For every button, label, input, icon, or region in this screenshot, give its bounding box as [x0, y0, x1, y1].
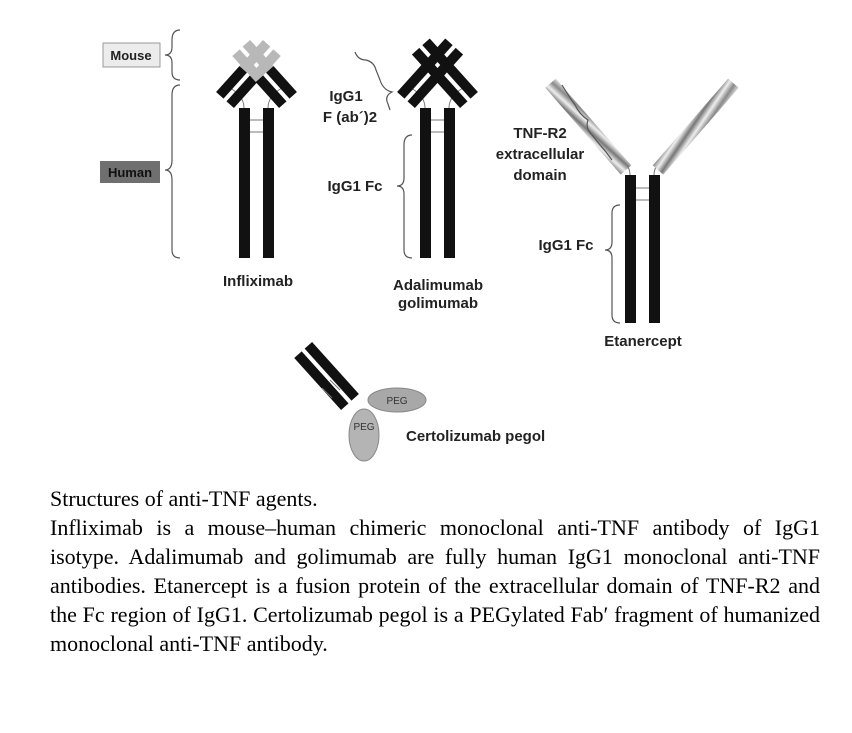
- fc-brace-right: [604, 204, 621, 324]
- igg1-fc-right-label: IgG1 Fc: [538, 237, 593, 254]
- legend-human-label: Human: [108, 165, 152, 180]
- infliximab-antibody: [216, 39, 297, 258]
- peg-label-1: PEG: [386, 396, 407, 407]
- caption-body: Infliximab is a mouse–human chimeric mon…: [50, 515, 820, 656]
- fc-brace-left: [396, 134, 413, 259]
- human-brace: [164, 84, 181, 259]
- mouse-brace: [164, 29, 181, 81]
- certolizumab-label: Certolizumab pegol: [406, 428, 545, 445]
- peg-moiety-1: PEG: [367, 387, 427, 413]
- tnfr2-label-line3: domain: [513, 167, 566, 184]
- adalimumab-label-line1: Adalimumab: [393, 277, 483, 294]
- adalimumab-label-line2: golimumab: [398, 295, 478, 312]
- certolizumab-fab-fragment: [294, 341, 359, 411]
- tnfr2-label-line2: extracellular: [496, 146, 585, 163]
- caption-title: Structures of anti-TNF agents.: [50, 486, 318, 511]
- figure-caption: Structures of anti-TNF agents. Inflixima…: [50, 484, 820, 658]
- igg1-fc-left-label: IgG1 Fc: [327, 178, 382, 195]
- peg-label-2: PEG: [353, 422, 374, 433]
- infliximab-label: Infliximab: [223, 273, 293, 290]
- legend-mouse: Mouse: [102, 42, 161, 68]
- etanercept-fusion-protein: [545, 78, 739, 323]
- peg-moiety-2: PEG: [348, 408, 380, 462]
- tnfr2-label-line1: TNF-R2: [513, 125, 566, 142]
- legend-mouse-label: Mouse: [110, 48, 151, 63]
- anti-tnf-structures-diagram: Mouse Human Infliximab: [100, 29, 739, 462]
- tnfr2-brace: [561, 84, 613, 161]
- adalimumab-antibody: [397, 38, 478, 258]
- igg1-fab-label-line2: F (ab´)2: [323, 109, 377, 126]
- legend-human: Human: [100, 161, 160, 183]
- igg1-fab-label-line1: IgG1: [329, 88, 362, 105]
- etanercept-label: Etanercept: [604, 333, 682, 350]
- fab-brace: [354, 51, 394, 111]
